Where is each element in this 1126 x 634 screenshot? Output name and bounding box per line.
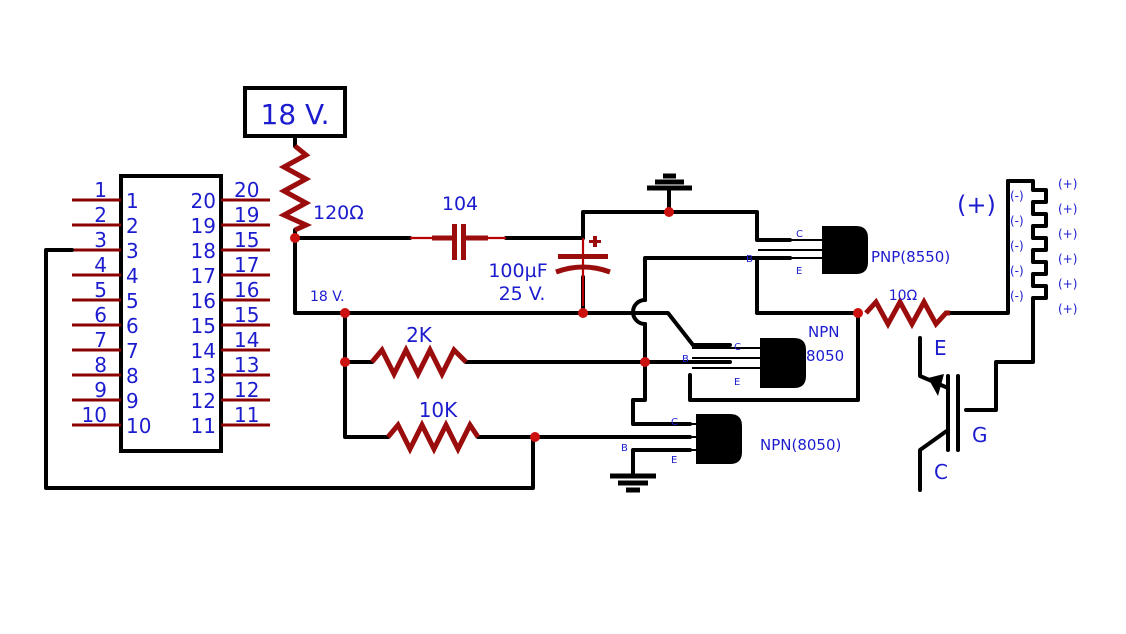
igbt-symbol: E G C [918,336,988,492]
ic-outer-right-label: 17 [234,253,259,277]
svg-text:C: C [671,417,678,428]
junctions [290,207,863,442]
svg-text:E: E [796,266,802,277]
supply-label: 18 V. [261,98,330,131]
coil-pos-label: (+) [1058,302,1077,316]
ic-outer-right-label: 16 [234,278,259,302]
ic-inner-left-label: 10 [126,414,151,438]
ic-outer-right-label: 14 [234,328,259,352]
ic-outer-left-label: 2 [94,203,107,227]
resistor-10k: 10K [386,398,481,455]
ic-outer-left-label: 10 [82,403,107,427]
r120-label: 120Ω [313,202,364,224]
npn-bot-label: NPN(8050) [760,436,841,454]
coil-pos-label: (+) [1058,252,1077,266]
ic-inner-left-label: 2 [126,214,139,238]
coil-neg-label: (-) [1010,239,1024,253]
ic-inner-right-label: 11 [191,414,216,438]
ic-inner-right-label: 15 [191,314,216,338]
capacitor-104: 104 [410,193,506,260]
ic-outer-left-label: 4 [94,253,107,277]
igbt-g: G [972,423,988,447]
coil-neg-label: (-) [1010,189,1024,203]
ground-bottom-icon [610,473,656,493]
ic-outer-right-label: 13 [234,353,259,377]
transistor-npn-bottom: C B E NPN(8050) [621,414,841,466]
ic-inner-left-label: 3 [126,239,139,263]
cap100-value: 100µF [488,260,547,282]
resistor-120ohm: 120Ω [278,144,364,233]
r10k-label: 10K [419,398,458,422]
ic-outer-right-label: 15 [234,228,259,252]
coil-neg-label: (-) [1010,289,1024,303]
ic-outer-right-label: 12 [234,378,259,402]
ic-outer-right-label: 11 [234,403,259,427]
cap104-label: 104 [442,193,478,215]
coil-pos-label: (+) [1058,277,1077,291]
ic-inner-left-label: 4 [126,264,139,288]
coil-pos-label: (+) [1058,227,1077,241]
ic-inner-right-label: 17 [191,264,216,288]
ic-outer-left-label: 6 [94,303,107,327]
ic-inner-left-label: 1 [126,189,139,213]
ic-outer-right-label: 15 [234,303,259,327]
svg-text:E: E [671,455,677,466]
transistor-npn-mid: C B E NPN 8050 [682,323,844,388]
r2k-label: 2K [406,323,433,347]
ic-outer-right-label: 20 [234,178,259,202]
ic-inner-right-label: 13 [191,364,216,388]
pnp-label: PNP(8550) [871,248,950,266]
ic-inner-left-label: 8 [126,364,139,388]
resistor-10ohm: 10Ω [864,288,950,330]
ic-outer-left-label: 9 [94,378,107,402]
ic-inner-left-label: 9 [126,389,139,413]
ic-inner-right-label: 14 [191,339,216,363]
ic-inner-right-label: 19 [191,214,216,238]
ic-inner-left-label: 7 [126,339,139,363]
npn-mid-label-2: 8050 [806,347,844,365]
ic-outer-left-label: 8 [94,353,107,377]
ic-outer-left-label: 1 [94,178,107,202]
ic-outer-left-label: 7 [94,328,107,352]
transistor-pnp: C B E PNP(8550) [746,226,950,277]
ground-top-icon [647,173,692,198]
coil-pos-label: (+) [1058,177,1077,191]
coil-neg-label: (-) [1010,264,1024,278]
svg-text:B: B [746,254,753,265]
cap100-voltage: 25 V. [499,283,546,305]
ic-inner-right-label: 18 [191,239,216,263]
ic-outer-left-label: 5 [94,278,107,302]
igbt-c: C [934,460,948,484]
ic-outer-left-label: 3 [94,228,107,252]
igbt-e: E [934,336,947,360]
svg-text:B: B [621,443,628,454]
svg-text:C: C [734,342,741,353]
rail-label: 18 V. [310,289,345,305]
r10-label: 10Ω [889,288,918,304]
svg-text:E: E [734,377,740,388]
coil-plus-label: (+) [957,191,996,219]
ic-inner-right-label: 12 [191,389,216,413]
heating-coil: (+) (-) (-) (-) (-) (-) (+) (+) (+) (+) (+) (+) [957,177,1077,316]
ic-inner-right-label: 20 [191,189,216,213]
coil-pos-label: (+) [1058,202,1077,216]
ic-inner-left-label: 6 [126,314,139,338]
resistor-2k: 2K [370,323,468,380]
npn-mid-label-1: NPN [808,323,840,341]
ic-inner-right-label: 16 [191,289,216,313]
ic-inner-left-label: 5 [126,289,139,313]
ic-outer-right-label: 19 [234,203,259,227]
coil-neg-label: (-) [1010,214,1024,228]
capacitor-100uf: 100µF 25 V. [488,236,611,306]
svg-text:C: C [796,229,803,240]
supply-box: 18 V. [243,86,347,138]
svg-text:B: B [682,354,689,365]
